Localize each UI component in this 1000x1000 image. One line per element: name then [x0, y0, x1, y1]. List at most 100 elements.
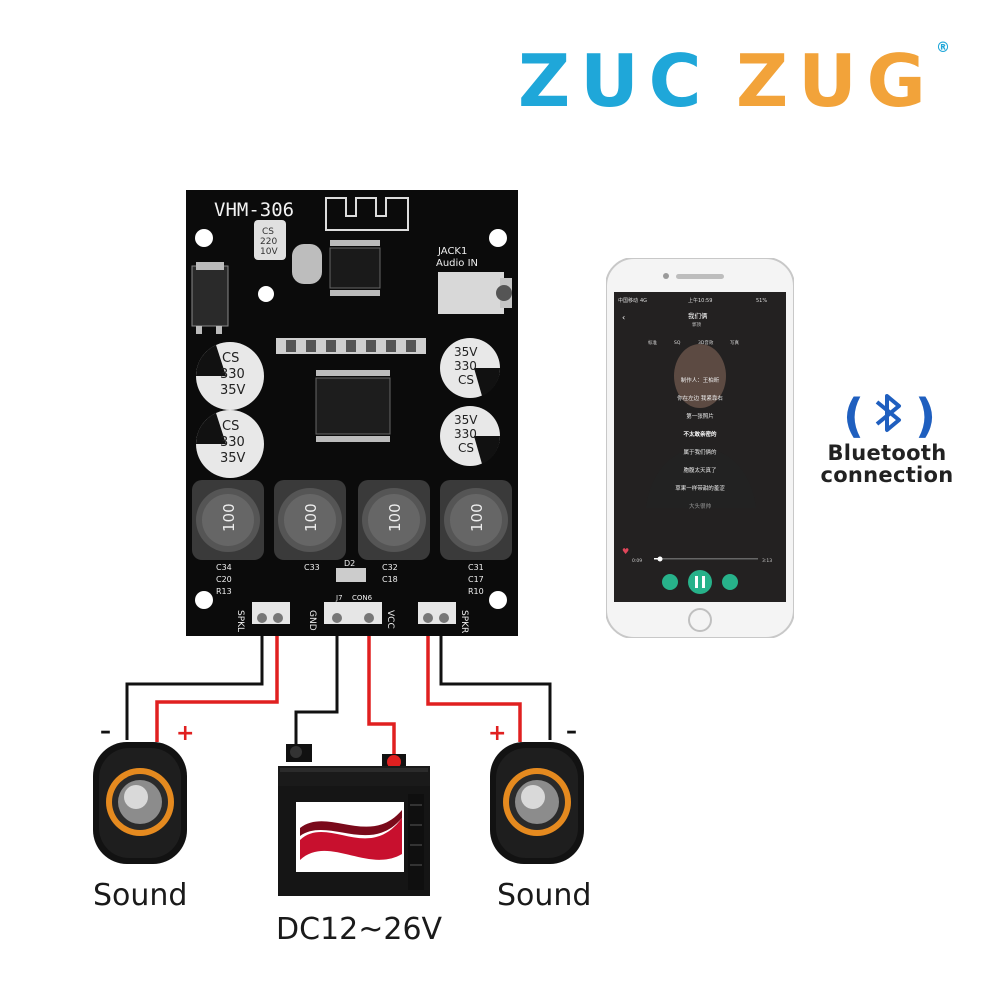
svg-text:220: 220	[260, 237, 277, 247]
lyrics-list: 制作人：王柏昕 你在左边 我紧靠右 第一张照片 不太敢亲密的 属于我们俩的 胞腹…	[675, 376, 725, 510]
svg-text:100: 100	[468, 503, 486, 532]
registered-mark: ®	[936, 40, 950, 56]
right-speaker	[490, 742, 584, 864]
svg-text:35V: 35V	[220, 383, 246, 398]
svg-text:100: 100	[220, 503, 238, 532]
wire-right-speaker-positive	[426, 618, 522, 742]
svg-text:标准: 标准	[648, 339, 657, 346]
svg-text:不太敢亲密的: 不太敢亲密的	[683, 430, 717, 438]
bluetooth-label-line1: Bluetooth	[827, 441, 947, 465]
svg-text:J7: J7	[335, 594, 343, 602]
svg-text:35V: 35V	[454, 413, 478, 427]
svg-text:C32: C32	[382, 563, 398, 572]
time-total: 3:13	[762, 558, 772, 564]
brand-logo-right: ZUG	[736, 39, 936, 116]
svg-text:SQ: SQ	[674, 340, 681, 346]
brand-logo: ZUC ZUG ®	[518, 36, 958, 123]
wire-battery-negative	[294, 622, 339, 748]
board-model-label: VHM-306	[214, 199, 294, 221]
svg-text:SPKL: SPKL	[235, 610, 245, 632]
svg-text:大头很帅: 大头很帅	[689, 502, 712, 510]
smartphone: 中国移动 4G 上午10:59 51% ‹ 我们俩 郭顶 标准 SQ 3D音效 …	[606, 258, 794, 638]
artist-tag: 郭顶	[692, 321, 701, 328]
svg-text:Audio IN: Audio IN	[436, 258, 478, 269]
amplifier-ic	[315, 377, 391, 435]
svg-text:你在左边 我紧靠右: 你在左边 我紧靠右	[677, 394, 723, 402]
back-icon: ‹	[622, 313, 625, 322]
svg-text:CS: CS	[458, 441, 474, 455]
left-speaker	[93, 742, 187, 864]
left-speaker-plus-sign: +	[176, 721, 194, 746]
wire-right-speaker-negative	[439, 618, 552, 740]
amplifier-board: VHM-306 CS 220 10V JACK1 Audio IN CS 330…	[186, 190, 518, 636]
capacitor-large-bottom-left: CS 330 35V	[196, 410, 264, 478]
wire-battery-positive	[367, 622, 396, 760]
svg-text:SPKR: SPKR	[459, 610, 469, 633]
ic-chip	[329, 247, 381, 289]
capacitor-large-bottom-right: 35V 330 CS	[440, 406, 501, 466]
svg-text:330: 330	[454, 359, 477, 373]
status-time: 上午10:59	[688, 297, 712, 304]
power-supply-label: DC12~26V	[276, 912, 443, 947]
left-speaker-label: Sound	[93, 878, 188, 913]
home-button	[688, 608, 712, 632]
right-speaker-plus-sign: +	[488, 721, 506, 746]
song-title: 我们俩	[688, 311, 708, 320]
pcb-antenna	[325, 197, 409, 231]
mounting-hole	[489, 229, 507, 247]
svg-text:GND: GND	[307, 610, 317, 631]
power-terminal: GND VCC J7 CON6	[307, 594, 395, 631]
svg-text:330: 330	[220, 435, 245, 450]
play-pause-button	[688, 570, 712, 594]
diode	[336, 568, 366, 582]
speaker-right-terminal: SPKR	[418, 602, 469, 633]
bluetooth-callout: ( ) Bluetooth connection	[812, 388, 962, 498]
svg-text:35V: 35V	[454, 345, 478, 359]
svg-text:): )	[915, 389, 936, 442]
battery	[278, 744, 430, 896]
mounting-hole	[195, 229, 213, 247]
audio-in-jack: JACK1 Audio IN	[436, 246, 512, 314]
svg-text:330: 330	[220, 367, 245, 382]
right-speaker-minus-sign: –	[566, 719, 577, 744]
svg-text:D2: D2	[344, 559, 355, 568]
mounting-hole	[489, 591, 507, 609]
progress-fill	[654, 558, 660, 560]
svg-text:JACK1: JACK1	[437, 246, 467, 257]
capacitor-large-top-left: CS 330 35V	[196, 342, 264, 410]
svg-text:10V: 10V	[260, 247, 278, 257]
wire-left-speaker-positive	[155, 618, 279, 742]
svg-text:330: 330	[454, 427, 477, 441]
svg-text:写真: 写真	[730, 339, 739, 346]
svg-text:第一张照片: 第一张照片	[686, 412, 714, 420]
svg-text:CS: CS	[222, 351, 239, 366]
inductor-1: 100	[192, 480, 264, 560]
svg-text:C31: C31	[468, 563, 484, 572]
next-button	[722, 574, 738, 590]
bluetooth-label-line2: connection	[820, 463, 954, 487]
inductor-3: 100	[358, 480, 430, 560]
crystal	[292, 244, 322, 284]
svg-text:VCC: VCC	[385, 610, 395, 629]
status-battery: 51%	[756, 298, 767, 304]
inductor-4: 100	[440, 480, 512, 560]
svg-text:(: (	[843, 389, 864, 442]
svg-text:属于我们俩的: 属于我们俩的	[683, 448, 717, 456]
svg-text:C33: C33	[304, 563, 320, 572]
bluetooth-icon: ( )	[843, 389, 936, 442]
capacitor-large-top-right: 35V 330 CS	[440, 338, 501, 398]
mounting-hole	[195, 591, 213, 609]
svg-text:CS: CS	[458, 373, 474, 387]
right-speaker-label: Sound	[497, 878, 592, 913]
progress-track	[654, 558, 758, 560]
speaker-left-terminal: SPKL	[235, 602, 290, 632]
capacitor-small: CS 220 10V	[254, 220, 286, 260]
svg-text:100: 100	[386, 503, 404, 532]
mounting-hole	[258, 286, 274, 302]
svg-text:R10: R10	[468, 587, 484, 596]
svg-text:CON6: CON6	[352, 594, 373, 602]
voltage-regulator	[191, 265, 229, 327]
svg-text:C34: C34	[216, 563, 232, 572]
svg-text:C20: C20	[216, 575, 232, 584]
